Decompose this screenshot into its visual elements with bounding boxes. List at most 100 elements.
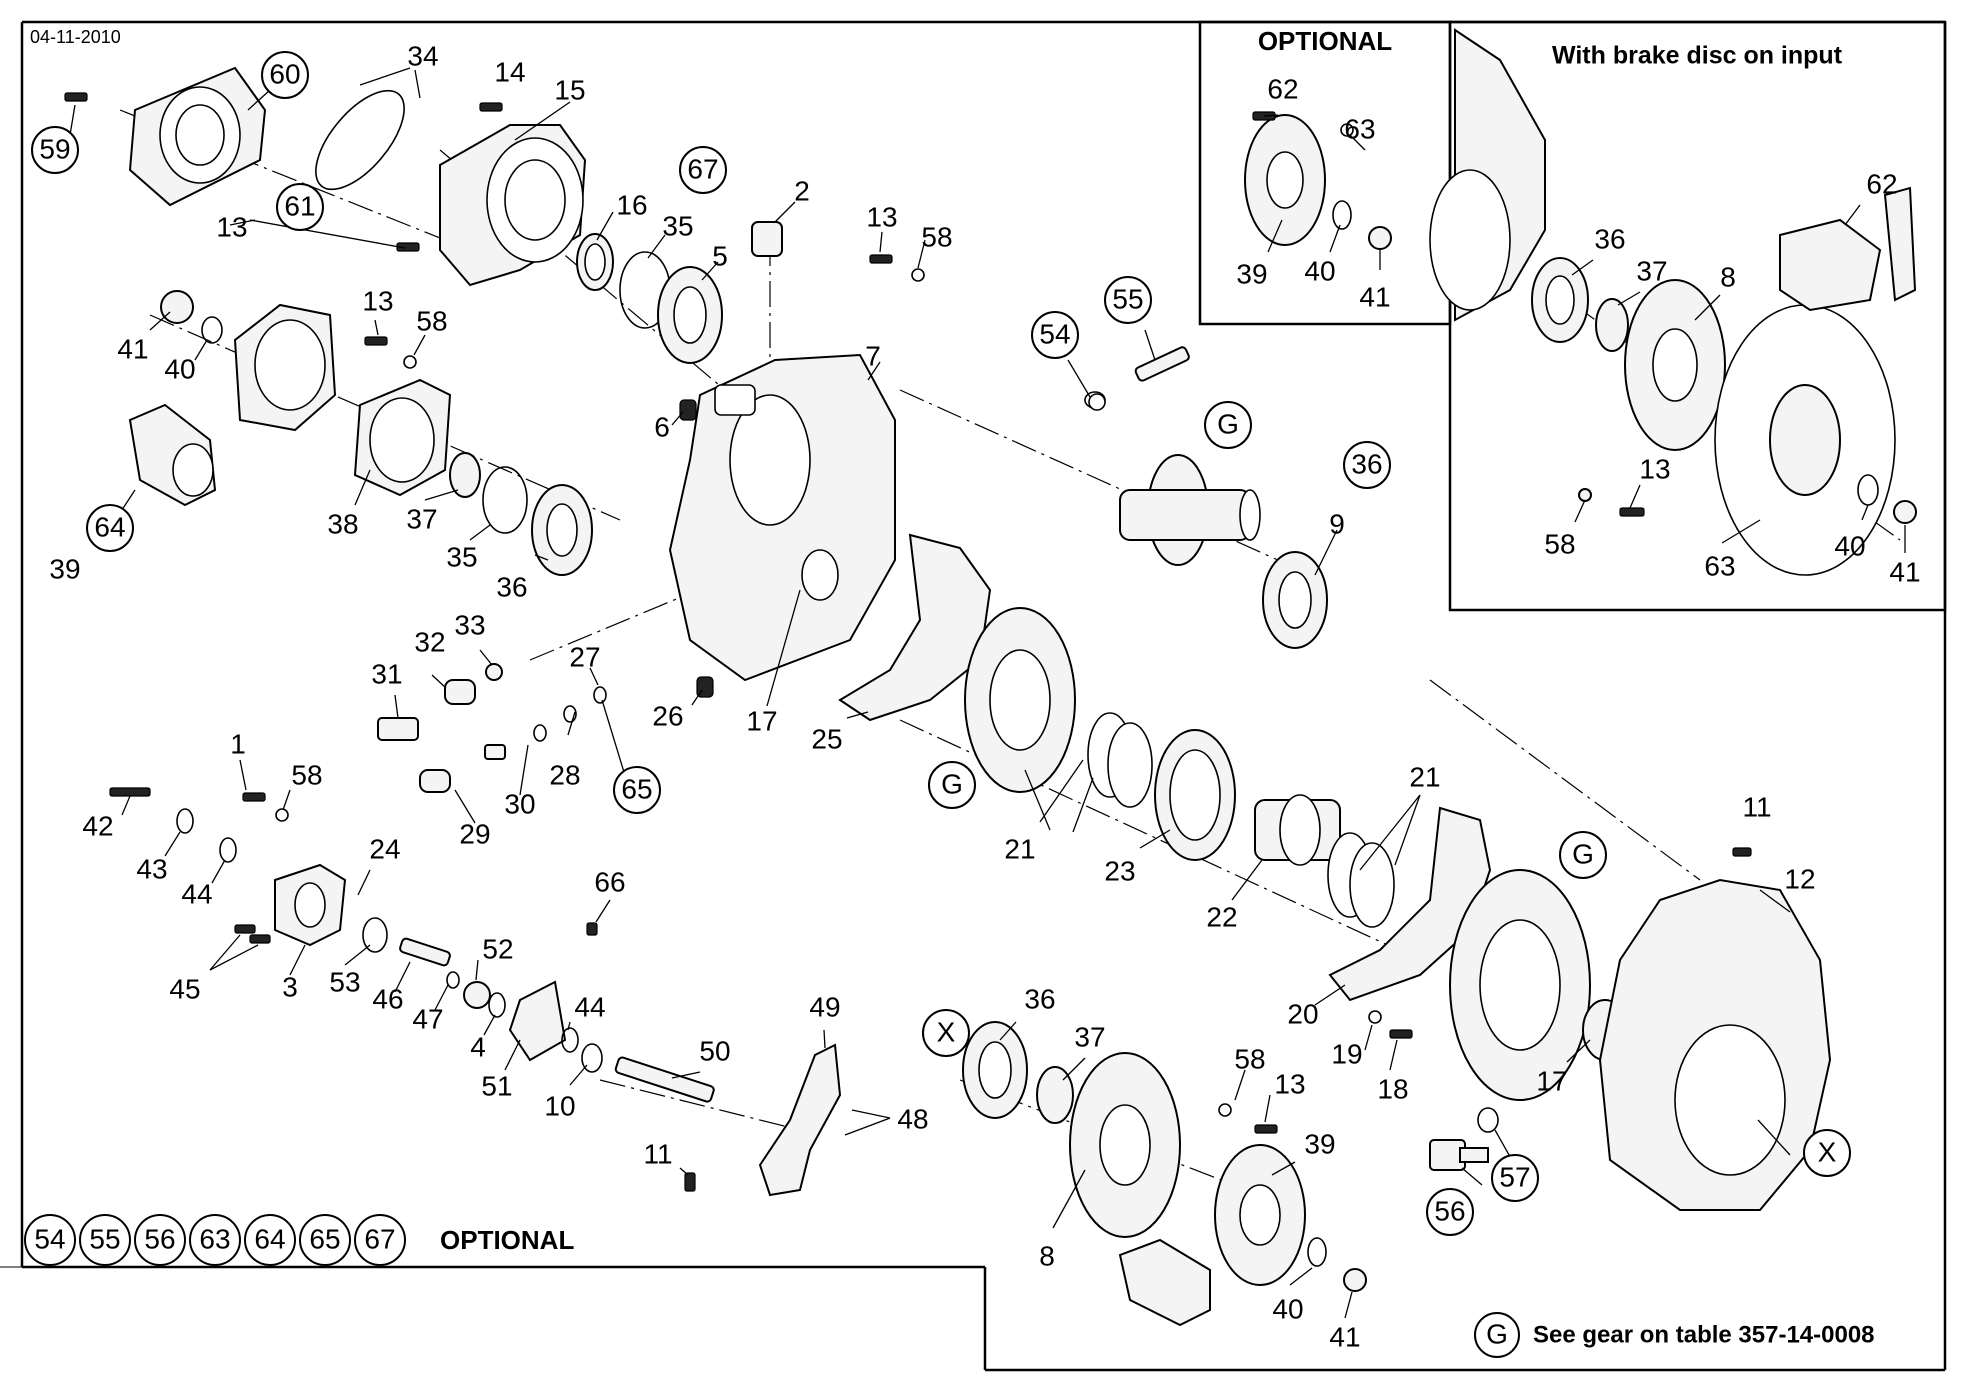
callout-13: 13 bbox=[1274, 1068, 1305, 1099]
callout-number: 44 bbox=[574, 991, 605, 1022]
yoke-64 bbox=[128, 403, 217, 507]
callout-number: 7 bbox=[865, 340, 881, 371]
callout-65-circled: 65 bbox=[613, 766, 661, 814]
optional-part-circle bbox=[354, 1214, 406, 1266]
callout-63: 63 bbox=[1344, 113, 1375, 144]
callout-circle bbox=[679, 146, 727, 194]
gear-note-symbol-circle bbox=[1474, 1312, 1520, 1358]
callout-number: 45 bbox=[169, 973, 200, 1004]
callout-41: 41 bbox=[1889, 556, 1920, 587]
callout-22: 22 bbox=[1206, 901, 1237, 932]
callout-number: 36 bbox=[496, 571, 527, 602]
callout-4: 4 bbox=[470, 1031, 486, 1062]
flange-60 bbox=[128, 66, 267, 207]
callout-40: 40 bbox=[1834, 530, 1865, 561]
callout-number: 38 bbox=[327, 508, 358, 539]
callout-number: 55 bbox=[1112, 283, 1143, 314]
callout-number: 50 bbox=[699, 1035, 730, 1066]
callout-45: 45 bbox=[169, 973, 200, 1004]
optional-note-label: OPTIONAL bbox=[440, 1225, 574, 1255]
brake-housing bbox=[1429, 28, 1546, 322]
plug-6 bbox=[679, 399, 697, 421]
rings-21-left bbox=[1087, 712, 1153, 808]
callout-number: 58 bbox=[416, 305, 447, 336]
callout-number: 27 bbox=[569, 641, 600, 672]
callout-number: 32 bbox=[414, 626, 445, 657]
callout-number: 39 bbox=[49, 553, 80, 584]
callout-62: 62 bbox=[1866, 168, 1897, 199]
callout-47: 47 bbox=[412, 1003, 443, 1034]
callout-24: 24 bbox=[369, 833, 400, 864]
cover-38 bbox=[353, 378, 452, 497]
optional-box-title: OPTIONAL bbox=[1258, 26, 1392, 56]
callout-number: 40 bbox=[1834, 530, 1865, 561]
brake-flange-8 bbox=[1624, 279, 1726, 451]
callout-number: 13 bbox=[1274, 1068, 1305, 1099]
callout-number: 39 bbox=[1236, 258, 1267, 289]
callout-circle bbox=[261, 51, 309, 99]
callout-number: 63 bbox=[1704, 550, 1735, 581]
callout-67-circled: 67 bbox=[679, 146, 727, 194]
optional-box: OPTIONAL bbox=[1198, 20, 1452, 326]
callout-number: 14 bbox=[494, 56, 525, 87]
callout-circle bbox=[928, 761, 976, 809]
callout-number: 2 bbox=[794, 175, 810, 206]
detent-parts bbox=[377, 679, 506, 1009]
callout-number: 36 bbox=[1351, 448, 1382, 479]
callout-25: 25 bbox=[811, 723, 842, 754]
callout-number: 20 bbox=[1287, 998, 1318, 1029]
optional-part-64: 64 bbox=[244, 1214, 296, 1266]
optional-part-55: 55 bbox=[79, 1214, 131, 1266]
callout-number: 13 bbox=[866, 201, 897, 232]
hub-22 bbox=[1254, 794, 1341, 866]
optional-part-67: 67 bbox=[354, 1214, 406, 1266]
callout-21: 21 bbox=[1409, 761, 1440, 792]
callout-number: 43 bbox=[136, 853, 167, 884]
callout-number: 6 bbox=[654, 411, 670, 442]
callout-38: 38 bbox=[327, 508, 358, 539]
callout-44: 44 bbox=[181, 878, 212, 909]
callout-number: 40 bbox=[1304, 255, 1335, 286]
housing-15 bbox=[439, 124, 587, 287]
callout-39: 39 bbox=[49, 553, 80, 584]
callout-2: 2 bbox=[794, 175, 810, 206]
callout-circle bbox=[1343, 441, 1391, 489]
callout-number: 35 bbox=[446, 541, 477, 572]
callout-58: 58 bbox=[291, 759, 322, 790]
callout-17: 17 bbox=[1536, 1065, 1567, 1096]
callout-35: 35 bbox=[662, 210, 693, 241]
callout-number: 41 bbox=[117, 333, 148, 364]
brake-bearing-36 bbox=[1531, 257, 1589, 343]
callout-5: 5 bbox=[712, 240, 728, 271]
callout-1: 1 bbox=[230, 728, 246, 759]
callout-number: 52 bbox=[482, 933, 513, 964]
callout-12: 12 bbox=[1784, 863, 1815, 894]
callout-circle bbox=[1559, 831, 1607, 879]
callout-52: 52 bbox=[482, 933, 513, 964]
callout-42: 42 bbox=[82, 810, 113, 841]
callout-number: 29 bbox=[459, 818, 490, 849]
callout-63: 63 bbox=[1704, 550, 1735, 581]
callout-G-circled: G bbox=[1204, 401, 1252, 449]
sleeve-23 bbox=[1154, 729, 1236, 861]
callout-circle bbox=[1426, 1188, 1474, 1236]
callout-circle bbox=[1031, 311, 1079, 359]
callout-number: 5 bbox=[712, 240, 728, 271]
callout-number: 13 bbox=[1639, 453, 1670, 484]
callout-number: 37 bbox=[406, 503, 437, 534]
callout-number: 21 bbox=[1004, 833, 1035, 864]
brake-box-title: With brake disc on input bbox=[1552, 42, 1843, 70]
callout-8: 8 bbox=[1039, 1240, 1055, 1271]
flange-8 bbox=[1069, 1052, 1181, 1238]
callout-number: 18 bbox=[1377, 1073, 1408, 1104]
callout-number: 57 bbox=[1499, 1161, 1530, 1192]
callout-40: 40 bbox=[164, 353, 195, 384]
callout-48: 48 bbox=[897, 1103, 928, 1134]
callout-26: 26 bbox=[652, 700, 683, 731]
callout-number: 61 bbox=[284, 190, 315, 221]
callout-27: 27 bbox=[569, 641, 600, 672]
rings-21-right bbox=[1327, 832, 1395, 928]
callout-43: 43 bbox=[136, 853, 167, 884]
cover-3 bbox=[274, 863, 347, 947]
